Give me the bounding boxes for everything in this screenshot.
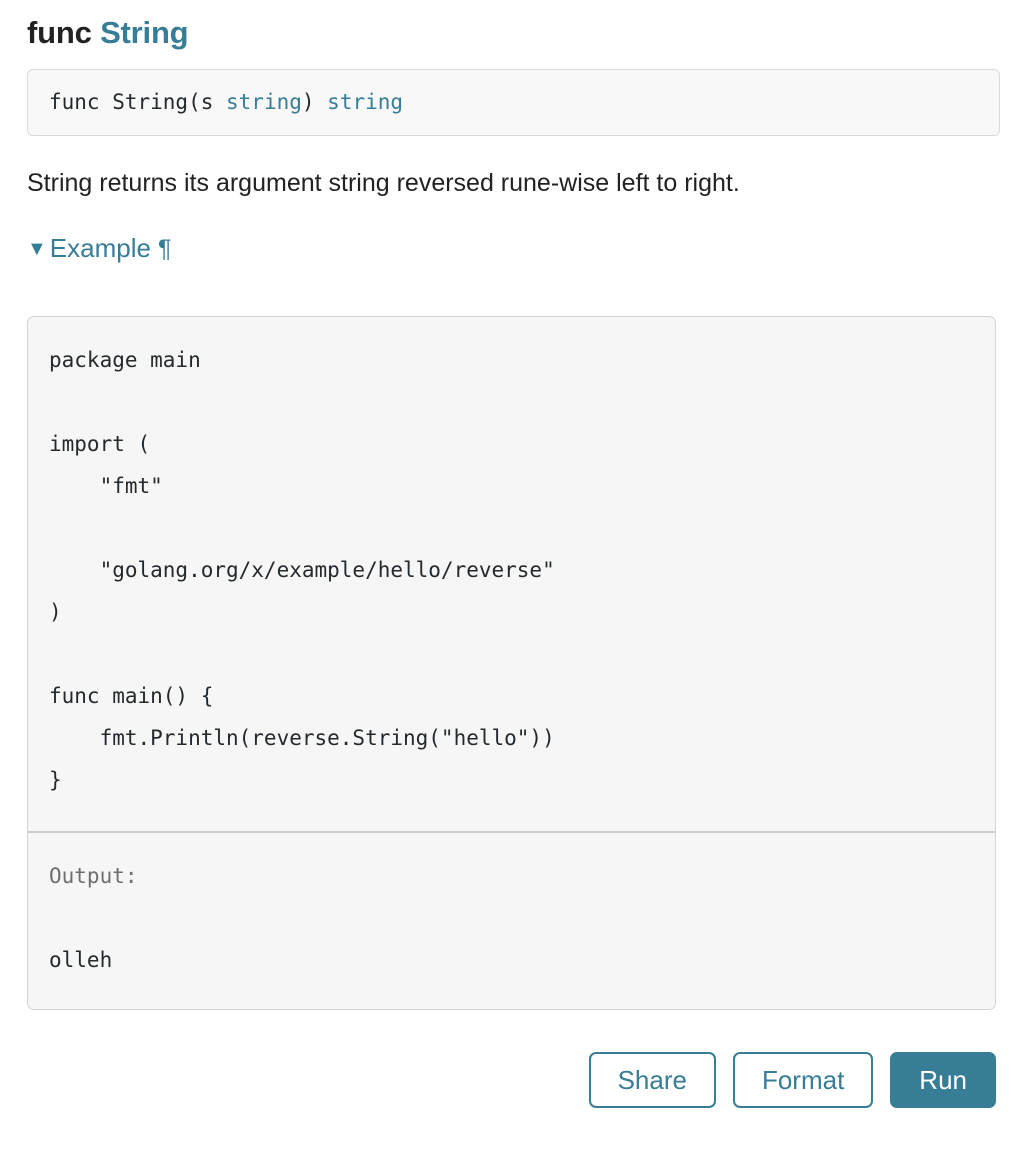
output-label: Output:: [49, 864, 138, 888]
function-description: String returns its argument string rever…: [27, 169, 740, 197]
func-keyword: func: [27, 15, 92, 50]
function-signature-box: func String(s string) string: [27, 69, 1000, 136]
run-button[interactable]: Run: [890, 1052, 996, 1108]
example-toggle-label: Example: [49, 233, 151, 263]
output-text: olleh: [49, 948, 113, 972]
playground-panel: package main import ( "fmt" "golang.org/…: [27, 316, 996, 1010]
function-signature: func String(s string) string: [49, 87, 979, 117]
signature-prefix: func String(s: [49, 90, 227, 114]
playground-code-pane[interactable]: package main import ( "fmt" "golang.org/…: [28, 317, 995, 831]
example-toggle[interactable]: ▼Example¶: [27, 200, 996, 266]
playground-code[interactable]: package main import ( "fmt" "golang.org/…: [49, 348, 555, 792]
func-name-link[interactable]: String: [100, 15, 189, 50]
pilcrow-icon: ¶: [157, 235, 172, 263]
playground-button-row: Share Format Run: [27, 1010, 996, 1108]
format-button[interactable]: Format: [732, 1052, 874, 1108]
signature-return-type-link[interactable]: string: [327, 90, 404, 114]
signature-param-type-link[interactable]: string: [226, 90, 302, 114]
signature-middle: ): [301, 90, 328, 114]
playground-output-pane: Output: olleh: [28, 833, 995, 1009]
share-button[interactable]: Share: [588, 1052, 716, 1108]
chevron-down-icon: ▼: [27, 238, 47, 260]
pane-divider: [28, 831, 995, 833]
page-title: func String: [27, 0, 996, 53]
